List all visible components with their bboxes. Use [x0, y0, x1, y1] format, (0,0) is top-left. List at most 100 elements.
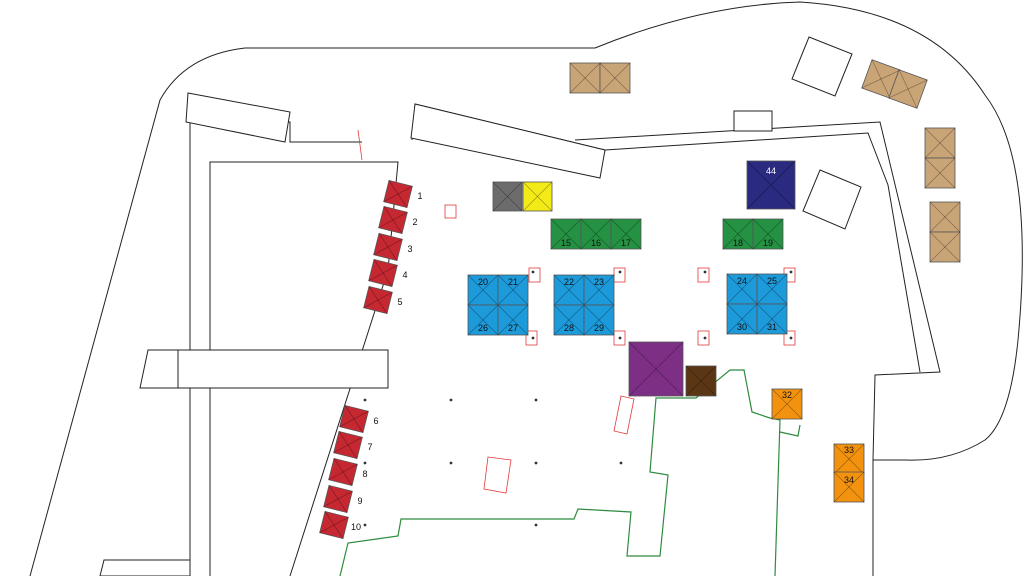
stand-number: 6: [373, 416, 378, 426]
dot-marker: [534, 523, 538, 527]
stand-tan-4[interactable]: [888, 69, 928, 109]
stand-tan-7[interactable]: [929, 201, 961, 233]
stand-number: 26: [478, 323, 488, 333]
dot-marker: [363, 398, 367, 402]
stand-29[interactable]: [583, 304, 615, 336]
stand-number: 17: [621, 238, 631, 248]
stand-6[interactable]: [339, 404, 369, 434]
stand-number: 3: [407, 244, 412, 254]
stand-tan-6[interactable]: [924, 157, 956, 189]
dot-marker: [618, 270, 622, 274]
stand-number: 8: [362, 469, 367, 479]
dot-marker: [449, 461, 453, 465]
stand-number: 25: [767, 276, 777, 286]
diagonal-building: [410, 103, 606, 179]
stand-tan-5[interactable]: [924, 127, 956, 159]
dot-marker: [618, 336, 622, 340]
stand-number: 9: [357, 496, 362, 506]
stand-number: 31: [767, 322, 777, 332]
stand-number: 30: [737, 322, 747, 332]
stand-9[interactable]: [323, 484, 353, 514]
dot-marker: [703, 336, 707, 340]
site-boundary: [29, 1, 1023, 576]
stand-5[interactable]: [363, 285, 393, 315]
stand-7[interactable]: [333, 430, 363, 460]
stand-number: 27: [508, 323, 518, 333]
stand-purple[interactable]: [628, 341, 684, 397]
green-route: [339, 369, 801, 576]
dot-marker: [789, 336, 793, 340]
stand-1[interactable]: [383, 179, 413, 209]
plaza-east-edge: [604, 132, 921, 373]
stand-number: 10: [351, 522, 361, 532]
tilted-square-east: [802, 169, 862, 230]
stand-number: 2: [412, 217, 417, 227]
stand-17[interactable]: [610, 218, 642, 250]
stand-tan-1[interactable]: [569, 62, 601, 94]
stand-22[interactable]: [553, 274, 585, 306]
stand-number: 29: [594, 323, 604, 333]
stand-gray[interactable]: [492, 181, 523, 212]
dot-marker: [531, 336, 535, 340]
dot-marker: [449, 398, 453, 402]
stand-16[interactable]: [580, 218, 612, 250]
stand-number: 19: [763, 238, 773, 248]
dot-marker-layer: [363, 270, 793, 527]
stand-number: 24: [737, 276, 747, 286]
crossing-bar: [177, 349, 389, 389]
stand-23[interactable]: [583, 274, 615, 306]
stand-number: 4: [402, 270, 407, 280]
stand-27[interactable]: [497, 304, 529, 336]
west-building: [139, 349, 179, 389]
main-plaza-outline: [189, 103, 941, 576]
dot-marker: [789, 270, 793, 274]
stand-number: 18: [733, 238, 743, 248]
small-building: [733, 110, 773, 132]
stand-number: 1: [417, 191, 422, 201]
stand-21[interactable]: [497, 274, 529, 306]
dot-marker: [534, 398, 538, 402]
tilted-square-north: [791, 36, 853, 97]
dot-marker: [363, 461, 367, 465]
stand-8[interactable]: [328, 457, 358, 487]
stand-33[interactable]: [833, 443, 865, 475]
stand-number: 16: [591, 238, 601, 248]
stand-28[interactable]: [553, 304, 585, 336]
stand-number: 34: [844, 475, 854, 485]
stand-number: 15: [561, 238, 571, 248]
stand-tan-2[interactable]: [599, 62, 631, 94]
dot-marker: [703, 270, 707, 274]
stand-32[interactable]: [771, 388, 803, 420]
stand-number: 32: [782, 390, 792, 400]
red-marker-layer: [357, 129, 796, 494]
stand-10[interactable]: [319, 510, 349, 540]
dot-marker: [363, 523, 367, 527]
stand-4[interactable]: [368, 258, 398, 288]
stand-2[interactable]: [378, 205, 408, 235]
dot-marker: [619, 461, 623, 465]
stand-31[interactable]: [756, 303, 788, 335]
stand-number: 23: [594, 277, 604, 287]
stand-30[interactable]: [726, 303, 758, 335]
north-west-building: [185, 92, 291, 143]
stand-number: 33: [844, 445, 854, 455]
stand-3[interactable]: [373, 232, 403, 262]
stand-number: 22: [564, 277, 574, 287]
stand-26[interactable]: [467, 304, 499, 336]
stand-44[interactable]: [746, 160, 796, 210]
stand-34[interactable]: [833, 471, 865, 503]
stand-number: 28: [564, 323, 574, 333]
south-west-building: [99, 559, 191, 576]
stand-number: 7: [367, 442, 372, 452]
stand-15[interactable]: [550, 218, 582, 250]
stand-tan-3[interactable]: [861, 59, 901, 99]
stand-tan-8[interactable]: [929, 231, 961, 263]
stand-24[interactable]: [726, 273, 758, 305]
stand-19[interactable]: [752, 218, 784, 250]
dot-marker: [531, 270, 535, 274]
stand-brown[interactable]: [685, 365, 717, 397]
stand-number: 20: [478, 277, 488, 287]
stand-yellow[interactable]: [522, 181, 553, 212]
